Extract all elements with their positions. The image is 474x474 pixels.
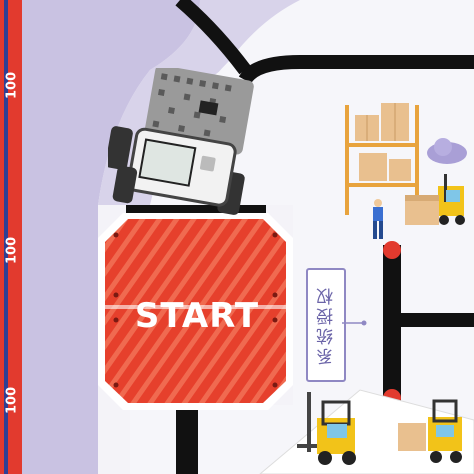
track-line-top: [175, 0, 251, 75]
forklift-icon-3: [398, 399, 462, 463]
start-label: START: [134, 296, 260, 336]
robot-car-icon[interactable]: [108, 68, 258, 218]
cloud-icon: [427, 138, 467, 164]
worker-icon: [373, 199, 383, 239]
start-pad[interactable]: [98, 205, 293, 410]
track-line-curve: [238, 55, 474, 85]
auth-label: 系统授权: [316, 285, 337, 365]
system-authorization-box[interactable]: 系统授权: [306, 268, 346, 382]
box-icon: [405, 195, 439, 225]
edge-tape-stripe: [4, 0, 8, 474]
tape-label-2: 100: [4, 236, 20, 264]
forklift-icon-2: [297, 392, 356, 465]
warehouse-shelf-icon: [345, 103, 419, 215]
track-line-vertical: [383, 245, 401, 405]
connector-icon: [342, 320, 367, 326]
tape-label-1: 100: [4, 71, 20, 99]
tape-label-3: 100: [4, 386, 20, 414]
